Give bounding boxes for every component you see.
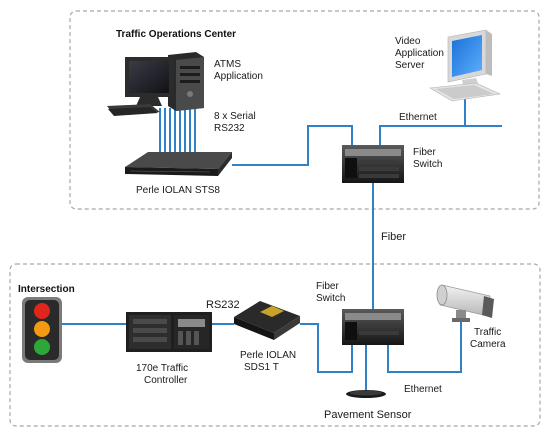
pavement-sensor-label: Pavement Sensor	[324, 409, 412, 421]
camera-label-line2: Camera	[470, 339, 506, 350]
controller-label-line2: Controller	[144, 375, 188, 386]
ethernet-bottom-label: Ethernet	[404, 384, 442, 395]
signal-amber-lamp	[34, 321, 50, 337]
serial-label-line1: 8 x Serial	[214, 111, 256, 122]
ethernet-top-label: Ethernet	[399, 112, 437, 123]
signal-green-lamp	[34, 339, 50, 355]
controller-label-line1: 170e Traffic	[136, 363, 188, 374]
fiber-switch-bottom-icon	[342, 309, 404, 345]
signal-red-lamp	[34, 303, 50, 319]
fiber-switch-top-label-line1: Fiber	[413, 147, 436, 158]
fiber-switch-bottom-label-line1: Fiber	[316, 281, 339, 292]
controller-170e-icon	[126, 312, 212, 352]
toc-title: Traffic Operations Center	[116, 29, 236, 40]
iolan-sds1-icon	[234, 301, 300, 340]
sts8-to-switch-link	[232, 125, 353, 166]
video-server-icon	[429, 29, 502, 102]
fiber-switch-top-icon	[342, 145, 404, 183]
intersection-boundary	[9, 263, 541, 427]
fiber-label: Fiber	[381, 231, 406, 243]
video-label-line3: Server	[395, 60, 425, 71]
iolan-sts8-icon	[125, 152, 232, 176]
intersection-label: Intersection	[18, 284, 75, 295]
pavement-sensor-icon	[346, 390, 386, 398]
rs232-label: RS232	[206, 299, 240, 311]
ethernet-top-link	[379, 125, 502, 145]
toc-boundary	[69, 10, 540, 210]
atms-workstation-icon	[107, 52, 204, 116]
fiber-switch-bottom-label-line2: Switch	[316, 293, 345, 304]
camera-label-line1: Traffic	[474, 327, 501, 338]
sds1-label-line1: Perle IOLAN	[240, 350, 296, 361]
network-links	[62, 94, 502, 391]
video-label-line1: Video	[395, 36, 421, 47]
sds1-label-line2: SDS1 T	[244, 362, 279, 373]
fiber-switch-top-label-line2: Switch	[413, 159, 442, 170]
video-label-line2: Application	[395, 48, 444, 59]
camera-link	[387, 320, 462, 373]
sds1-to-switch-link	[300, 323, 353, 373]
atms-label-line2: Application	[214, 71, 263, 82]
serial-label-line2: RS232	[214, 123, 245, 134]
traffic-camera-icon	[436, 284, 494, 322]
atms-label-line1: ATMS	[214, 59, 241, 70]
sts8-label: Perle IOLAN STS8	[136, 185, 220, 196]
traffic-light-icon	[22, 297, 62, 363]
